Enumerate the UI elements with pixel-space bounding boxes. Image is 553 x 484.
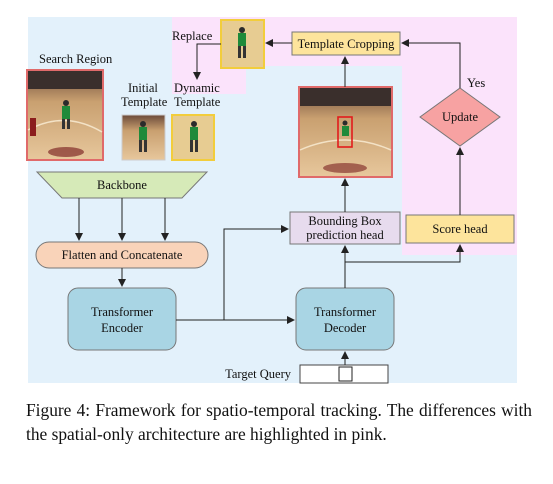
score-head-box <box>405 214 515 244</box>
backbone-label: Backbone <box>97 178 147 192</box>
score-head-label: Score head <box>432 222 488 236</box>
target-query-label: Target Query <box>225 367 292 381</box>
replace-label: Replace <box>172 29 213 43</box>
target-query-token <box>338 366 353 382</box>
replacement-template-image <box>220 19 265 69</box>
backbone-trapezoid <box>35 171 209 199</box>
pink-highlight-region <box>172 17 517 255</box>
transformer-decoder-label-line2: Decoder <box>324 321 367 335</box>
transformer-encoder-label-line2: Encoder <box>101 321 143 335</box>
initial-template-image <box>121 114 166 161</box>
encoder-to-bbox-arrow <box>223 225 289 320</box>
bbox-head-label-line1: Bounding Box <box>308 214 382 228</box>
initial-template-label-line1: Initial <box>128 81 158 95</box>
framework-diagram: Search Region Initial Template Dynamic T… <box>26 17 517 384</box>
yes-label: Yes <box>467 76 485 90</box>
bbox-head-box <box>289 211 401 245</box>
decoder-to-score-arrow <box>345 244 464 263</box>
search-region-image <box>26 69 104 161</box>
search-region-label: Search Region <box>39 52 113 66</box>
transformer-encoder-label-line1: Transformer <box>91 305 154 319</box>
update-diamond <box>419 87 501 147</box>
figure-caption: Figure 4: Framework for spatio-temporal … <box>26 400 532 444</box>
template-cropping-label: Template Cropping <box>298 37 395 51</box>
transformer-decoder-box <box>295 287 395 351</box>
dynamic-template-image <box>171 114 215 161</box>
update-to-cropping-arrow <box>401 39 461 88</box>
dynamic-template-label-line1: Dynamic <box>174 81 220 95</box>
predicted-bounding-box <box>337 116 353 148</box>
transformer-decoder-label-line1: Transformer <box>314 305 377 319</box>
update-label: Update <box>442 110 479 124</box>
replace-arrow <box>193 43 221 80</box>
dynamic-template-label-line2: Template <box>174 95 221 109</box>
bbox-head-label-line2: prediction head <box>306 228 384 242</box>
flatten-concat-label: Flatten and Concatenate <box>62 248 183 262</box>
result-frame-image <box>298 86 393 178</box>
transformer-encoder-box <box>67 287 177 351</box>
initial-template-label-line2: Template <box>121 95 168 109</box>
